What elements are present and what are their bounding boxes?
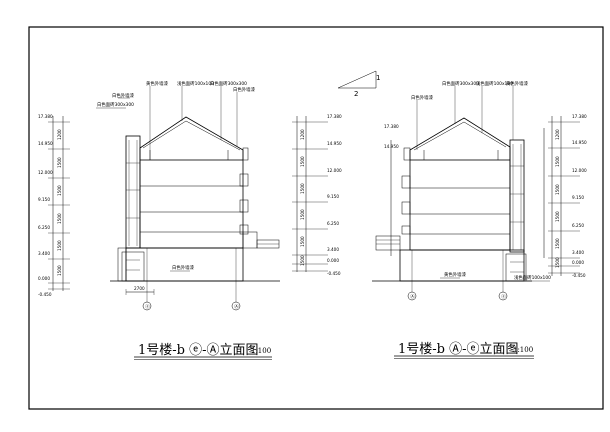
left-building-body: 2700 [110, 116, 280, 295]
slope-run-label: 2 [354, 90, 358, 98]
left-callout: 白色面砖300x300 [210, 80, 247, 87]
right-callout: 浅色面砖100x100 [514, 274, 551, 281]
right-bay-dim: 1500 [555, 211, 560, 222]
left-callouts: 黄色外墙漆 浅色面砖100x100 白色面砖300x300 白色外墙漆 白色外墙… [96, 80, 256, 272]
left-right-bay-dim: 1500 [300, 236, 305, 247]
left-callout: 黄色外墙漆 [146, 80, 169, 87]
left-right-level-label: 17.380 [327, 114, 342, 119]
right-callout: 黄色外墙漆 [444, 271, 467, 278]
left-bottom-dim: 2700 [134, 286, 145, 291]
axis-bubble [407, 291, 417, 301]
right-bay-dim: 1500 [555, 156, 560, 167]
left-bay-dim: 1200 [57, 129, 62, 140]
right-drawing-title: 1号楼-b Ⓐ-ⓔ立面图 1:100 [394, 342, 534, 359]
left-callout: 白色外墙漆 [172, 264, 195, 271]
left-right-level-label: -0.450 [327, 271, 341, 276]
left-right-bay-dim: 1500 [300, 209, 305, 220]
axis-bubble [231, 301, 241, 311]
right-left-level-label: 14.950 [384, 144, 399, 149]
left-callout: 白色外墙漆 [112, 92, 135, 99]
left-level-label: 9.150 [38, 197, 50, 202]
left-level-label: 3.400 [38, 251, 50, 256]
right-level-label: 12.000 [572, 168, 587, 173]
right-level-label: 14.950 [572, 140, 587, 145]
right-callout: 白色外墙漆 [411, 94, 434, 101]
left-elevation: 17.380 14.950 12.000 9.150 6.250 3.400 0… [38, 80, 342, 360]
right-level-label: 17.380 [572, 114, 587, 119]
right-bay-dim: 1500 [555, 257, 560, 268]
right-bay-dim: 1500 [555, 184, 560, 195]
axis-label: Ⓐ [410, 293, 415, 300]
axis-bubble [498, 291, 508, 301]
axis-label: ⓔ [145, 303, 150, 310]
left-right-level-column: 17.380 14.950 12.000 9.150 6.250 3.400 0… [292, 114, 342, 276]
left-callout: 白色外墙漆 [233, 86, 256, 93]
right-level-label: 3.400 [572, 250, 584, 255]
right-building-body [372, 117, 532, 282]
left-bay-dim: 1500 [57, 157, 62, 168]
left-right-level-label: 3.400 [327, 247, 339, 252]
right-title-scale: 1:100 [513, 346, 533, 354]
left-level-label: -0.450 [38, 292, 52, 297]
right-left-level-label: 17.380 [384, 124, 399, 129]
left-level-label: 14.950 [38, 141, 53, 146]
axis-label: ⓔ [501, 293, 506, 300]
sheet-frame [28, 26, 604, 410]
left-title-text: 1号楼-b ⓔ-Ⓐ立面图 [138, 343, 259, 358]
left-right-level-label: 6.250 [327, 221, 339, 226]
right-level-column: 17.380 14.950 12.000 9.150 6.250 3.400 0… [543, 114, 587, 278]
left-level-label: 12.000 [38, 170, 53, 175]
right-level-label: -0.450 [572, 273, 586, 278]
left-bay-dim: 1500 [57, 185, 62, 196]
left-bay-dim: 1500 [57, 240, 62, 251]
left-right-level-label: 0.000 [327, 258, 339, 263]
left-bay-dim: 1500 [57, 265, 62, 276]
left-level-label: 6.250 [38, 225, 50, 230]
right-callout: 白色面砖300x300 [442, 80, 479, 87]
right-callouts: 白色外墙漆 白色面砖300x300 浅色面砖100x100 黄色外墙漆 黄色外墙… [411, 80, 551, 282]
left-right-level-label: 14.950 [327, 141, 342, 146]
right-axis-markers: Ⓐ ⓔ [407, 250, 508, 301]
left-right-bay-dim: 1200 [300, 129, 305, 140]
right-elevation: 17.380 14.950 [372, 80, 587, 359]
left-right-bay-dim: 1500 [300, 183, 305, 194]
left-right-bay-dim: 1500 [300, 156, 305, 167]
left-right-level-label: 9.150 [327, 194, 339, 199]
right-bay-dim: 1200 [555, 129, 560, 140]
left-level-column: 17.380 14.950 12.000 9.150 6.250 3.400 0… [38, 114, 70, 297]
right-level-label: 9.150 [572, 195, 584, 200]
left-right-level-label: 12.000 [327, 168, 342, 173]
axis-label: Ⓐ [234, 303, 239, 310]
right-bay-dim: 1500 [555, 238, 560, 249]
right-title-text: 1号楼-b Ⓐ-ⓔ立面图 [398, 342, 519, 357]
right-left-level-column: 17.380 14.950 [384, 124, 399, 256]
slope-mark: 1 2 [337, 70, 380, 98]
slope-rise-label: 1 [376, 74, 380, 82]
left-callout: 白色面砖300x300 [97, 101, 134, 108]
right-level-label: 6.250 [572, 223, 584, 228]
right-level-label: 0.000 [572, 260, 584, 265]
left-bay-dim: 1500 [57, 213, 62, 224]
left-title-scale: 1:100 [251, 347, 271, 355]
left-right-bay-dim: 1500 [300, 255, 305, 266]
right-callout: 浅色面砖100x100 [476, 80, 513, 87]
left-drawing-title: 1号楼-b ⓔ-Ⓐ立面图 1:100 [134, 343, 272, 360]
axis-bubble [142, 301, 152, 311]
left-callout: 浅色面砖100x100 [177, 80, 214, 87]
left-axis-markers: ⓔ Ⓐ [142, 248, 241, 311]
left-level-label: 17.380 [38, 114, 53, 119]
right-callout: 黄色外墙漆 [506, 80, 529, 87]
left-level-label: 0.000 [38, 276, 50, 281]
